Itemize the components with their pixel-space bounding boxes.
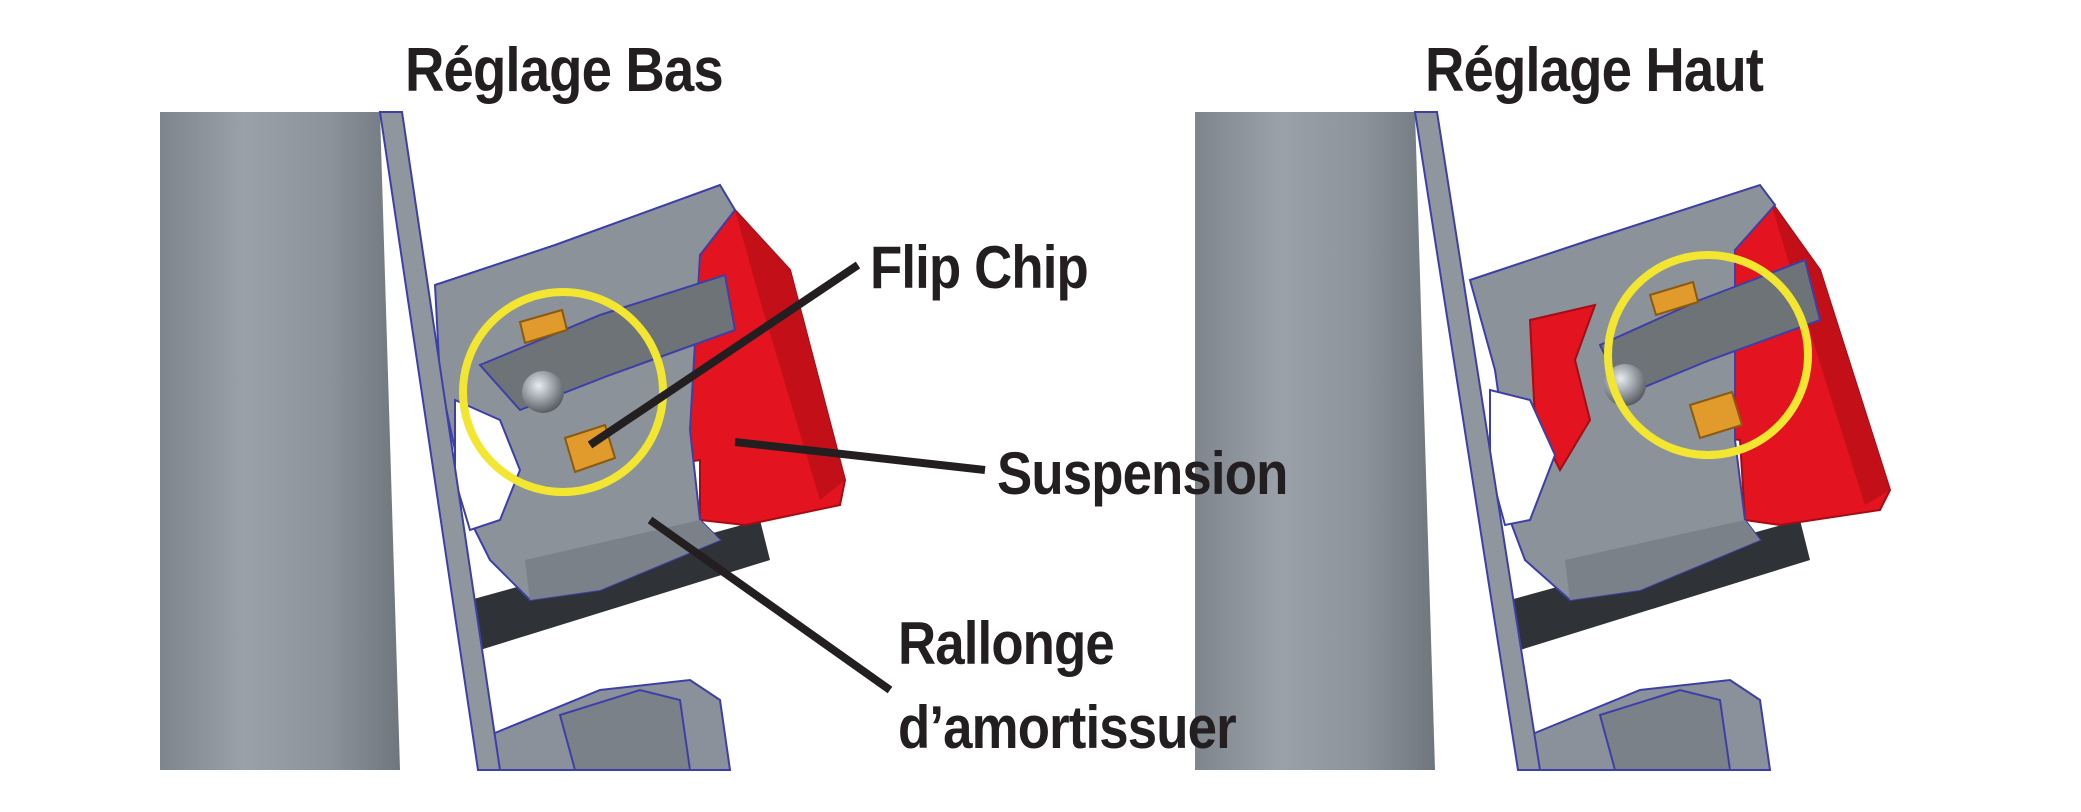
chip-orange-haut-bottom xyxy=(1688,390,1744,440)
callout-rallonge-line1: Rallonge xyxy=(898,610,1115,677)
lower-link-haut xyxy=(1510,520,1810,650)
chip-orange-haut-top xyxy=(1648,280,1700,317)
leader-rallonge xyxy=(647,516,893,694)
callout-suspension: Suspension xyxy=(997,440,1288,507)
highlight-circle-haut xyxy=(1604,251,1812,459)
panel-title-bas: Réglage Bas xyxy=(405,36,724,105)
panel-haut-illustration xyxy=(1195,111,1892,771)
bolt-bas xyxy=(522,371,564,413)
panel-bas-illustration xyxy=(160,111,847,771)
frame-tube-bas xyxy=(160,112,400,770)
leader-flip-chip xyxy=(587,261,861,449)
chip-orange-bas-top xyxy=(518,308,569,345)
frame-plate-haut xyxy=(1413,111,1542,771)
callout-flip-chip: Flip Chip xyxy=(870,234,1089,301)
panel-title-haut: Réglage Haut xyxy=(1425,36,1764,105)
frame-plate-bas xyxy=(378,111,502,771)
leader-suspension xyxy=(734,438,986,474)
frame-tube-haut xyxy=(1195,112,1435,770)
callout-rallonge-line2: d’amortissuer xyxy=(898,694,1237,761)
